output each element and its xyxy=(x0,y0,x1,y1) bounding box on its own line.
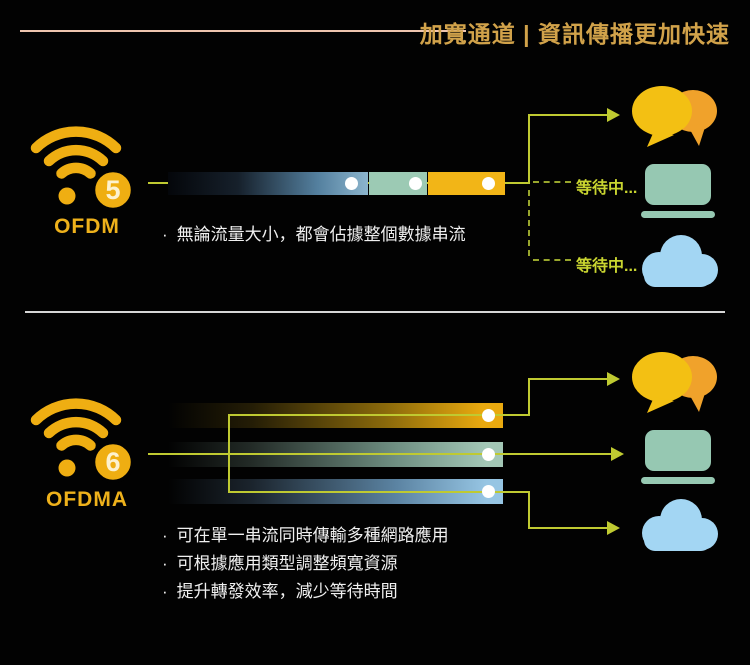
ofdma-arrow-cloud xyxy=(528,527,607,529)
laptop-icon xyxy=(641,162,715,225)
bullet-marker: · xyxy=(162,554,168,573)
section-divider xyxy=(25,311,725,313)
ofdm-wait-dash-laptop xyxy=(533,181,571,183)
bullet-text: 可根據應用類型調整頻寬資源 xyxy=(176,554,398,573)
stream-dot xyxy=(482,448,495,461)
stream-dot xyxy=(482,409,495,422)
ofdma-bullet-list: · 可在單一串流同時傳輸多種網路應用 · 可根據應用類型調整頻寬資源 · 提升轉發效率… xyxy=(162,522,449,606)
bullet-marker: · xyxy=(162,582,168,601)
stream-dot xyxy=(409,177,422,190)
wifi-generation-number: 5 xyxy=(105,175,120,205)
cloud-icon xyxy=(636,231,720,294)
stream-dot xyxy=(482,177,495,190)
ofdma-arrow-elbow-down xyxy=(528,491,530,529)
wifi-5-icon: 5 xyxy=(22,96,138,212)
waiting-label-laptop: 等待中... xyxy=(576,180,638,197)
ofdma-line-top xyxy=(228,414,529,416)
stream-dot xyxy=(345,177,358,190)
bullet-item: · 提升轉發效率，減少等待時間 xyxy=(162,578,449,606)
chat-bubbles-icon xyxy=(630,350,718,419)
bullet-text: 無論流量大小，都會佔據整個數據串流 xyxy=(176,225,466,244)
bullet-marker: · xyxy=(162,526,168,545)
waiting-label-cloud: 等待中... xyxy=(576,258,638,275)
arrowhead-icon xyxy=(611,447,624,461)
page-title: 加寬通道 | 資訊傳播更加快速 xyxy=(419,21,730,47)
bullet-item: · 可在單一串流同時傳輸多種網路應用 xyxy=(162,522,449,550)
ofdm-bullet-list: · 無論流量大小，都會佔據整個數據串流 xyxy=(162,221,466,249)
stream-dot xyxy=(482,485,495,498)
header-accent-line xyxy=(20,30,466,32)
bullet-item: · 可根據應用類型調整頻寬資源 xyxy=(162,550,449,578)
ofdma-split-connector xyxy=(228,414,230,493)
wifi-generation-badge xyxy=(91,168,135,212)
arrowhead-icon xyxy=(607,521,620,535)
ofdma-arrow-chat xyxy=(528,378,607,380)
bullet-marker: · xyxy=(162,225,168,244)
bullet-item: · 無論流量大小，都會佔據整個數據串流 xyxy=(162,221,466,249)
ofdma-line-bottom xyxy=(228,491,530,493)
ofdma-arrow-elbow-up xyxy=(528,378,530,416)
chat-bubbles-icon xyxy=(630,84,718,153)
bullet-text: 提升轉發效率，減少等待時間 xyxy=(176,582,398,601)
ofdm-wait-dash-cloud xyxy=(533,259,571,261)
ofdm-arrow-line xyxy=(528,114,607,116)
ofdm-label: OFDM xyxy=(54,215,120,238)
ofdm-arrow-elbow xyxy=(528,114,530,184)
ofdma-line-middle xyxy=(148,453,612,455)
arrowhead-icon xyxy=(607,372,620,386)
ofdm-stream-segment-blue xyxy=(168,172,368,195)
wifi-6-icon: 6 xyxy=(22,368,138,484)
cloud-icon xyxy=(636,495,720,558)
ofdm-wait-dash-vertical xyxy=(528,190,530,256)
laptop-icon xyxy=(641,428,715,491)
wifi-generation-number: 6 xyxy=(105,447,120,477)
ofdma-label: OFDMA xyxy=(46,488,128,511)
bullet-text: 可在單一串流同時傳輸多種網路應用 xyxy=(176,526,449,545)
wifi-generation-badge xyxy=(91,440,135,484)
arrowhead-icon xyxy=(607,108,620,122)
